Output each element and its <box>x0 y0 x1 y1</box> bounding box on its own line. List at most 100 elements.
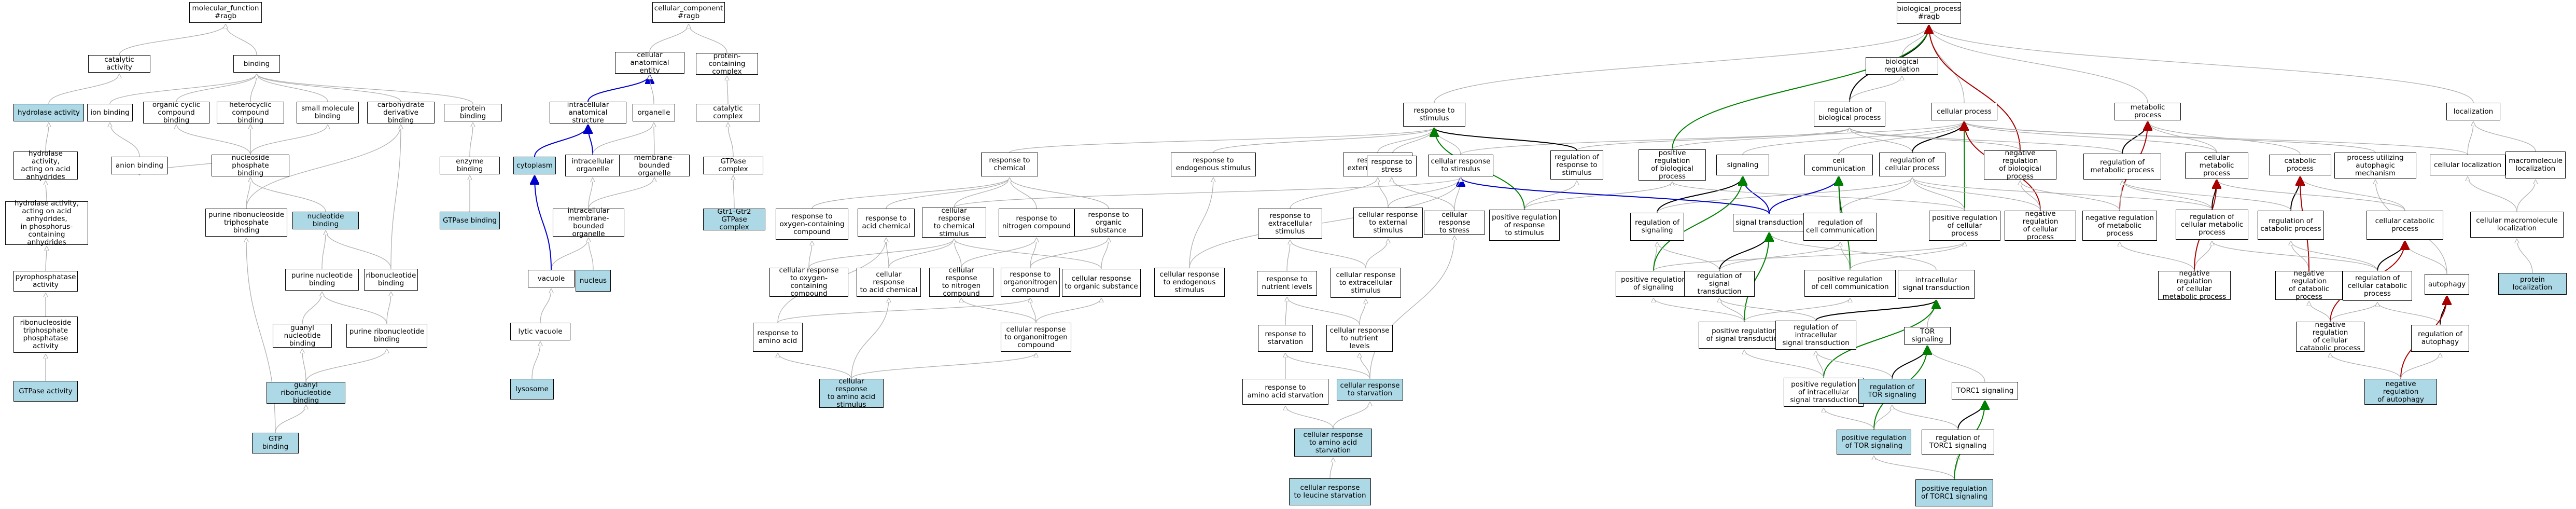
edge-intracellular-signal-to-signal-transduction <box>1769 232 1937 270</box>
edge-positive-regulation-response-to-regulation-response-stimulus <box>1524 180 1577 210</box>
edge-binding-to-mf <box>226 23 257 56</box>
edge-protein-binding-to-binding <box>257 73 473 104</box>
edge-cellular-macromolecule-localization-to-cellular-localization <box>2468 176 2517 212</box>
go-term-cellular-metabolic: cellular metabolic process <box>2185 153 2248 178</box>
go-term-mf: molecular_function #ragb <box>189 2 262 23</box>
go-term-nucleoside-phosphate: nucleoside phosphate binding <box>212 154 289 177</box>
edge-cellular-macromolecule-localization-to-macromolecule-localization <box>2516 180 2536 212</box>
edge-positive-regulation-torc1-to-positive-regulation-tor <box>1874 455 1955 480</box>
edge-response-organonitrogen-to-response-organic-cyclic <box>1030 238 1037 268</box>
go-term-catalytic-complex: catalytic complex <box>696 104 760 121</box>
go-term-ribonuc-triphosphatase: ribonucleoside triphosphate phosphatase … <box>13 317 78 353</box>
edge-signaling-to-cellular-process <box>1742 121 1964 155</box>
edge-cellular-catabolic-to-cellular-metabolic <box>2217 179 2405 211</box>
go-term-cr-amino-acid-starvation: cellular response to amino acid starvati… <box>1294 429 1372 457</box>
edge-regulation-intra-signal-to-regulation-signaling <box>1657 241 1720 271</box>
go-term-response-oxygen: response to oxygen-containing compound <box>776 209 848 240</box>
edge-macromolecule-localization-to-localization <box>2473 121 2536 152</box>
edge-negative-regulation-bp-to-bp <box>1929 25 2021 151</box>
go-term-regulation-autophagy: regulation of autophagy <box>2411 325 2469 352</box>
edge-response-nutrient-levels-to-response-extracellular <box>1286 240 1290 271</box>
go-term-signal-transduction: signal transduction <box>1733 214 1805 231</box>
edge-regulation-cellular-metabolic-to-regulation-metabolic <box>2122 180 2213 210</box>
edge-positive-regulation-intracellular-to-regulation-intracellular-signal <box>1816 351 1824 378</box>
go-term-catabolic-process: catabolic process <box>2269 155 2331 175</box>
edge-response-stimulus-to-bp <box>1434 25 1929 103</box>
edge-cr-amino-acid-to-cr-organonitrogen <box>851 352 1036 379</box>
go-term-positive-regulation-signal-transduction: positive regulation of signal transducti… <box>1699 322 1790 349</box>
edge-hydrolase-to-catalytic <box>48 73 119 104</box>
edge-positive-regulation-signaling-to-positive-regulation-cellular <box>1653 241 1965 271</box>
go-term-cr-organonitrogen: cellular response to organonitrogen comp… <box>1001 323 1071 352</box>
go-term-protein-localization: protein localization <box>2498 273 2567 295</box>
go-term-enzyme-binding: enzyme binding <box>440 157 500 174</box>
go-term-hydrolase: hydrolase activity <box>13 104 84 121</box>
edge-cr-amino-acid-to-response-amino-acid <box>778 352 852 379</box>
edge-negative-regulation-cellular-metabolic-to-negative-regulation-metabolic <box>2120 241 2195 271</box>
edge-cr-organonitrogen-to-response-organonitrogen <box>1030 298 1037 323</box>
edge-positive-regulation-cellular-to-positive-regulation-bp <box>1672 181 1965 211</box>
go-term-response-organic-substance: response to organic substance <box>1074 209 1143 237</box>
go-term-positive-regulation-torc1: positive regulation of TORC1 signaling <box>1915 479 1993 506</box>
go-term-protein-binding: protein binding <box>444 104 502 121</box>
go-term-negative-regulation-cellular: negative regulation of cellular process <box>2005 210 2076 241</box>
edge-regulation-torc1-to-regulation-tor <box>1892 404 1958 430</box>
go-term-regulation-catabolic: regulation of catabolic process <box>2258 211 2324 240</box>
edge-positive-regulation-intracellular-to-intracellular-signal <box>1823 300 1936 378</box>
go-term-response-chemical: response to chemical <box>981 153 1038 176</box>
edge-organelle-to-cc-anatomical <box>650 75 654 104</box>
go-term-bp: biological_process #ragb <box>1897 2 1961 24</box>
edge-regulation-cellular-process-to-regulation-bp <box>1850 127 1913 153</box>
go-term-tor-signaling: TOR signaling <box>1904 327 1951 345</box>
edge-cellular-catabolic-to-catabolic-process <box>2300 176 2405 211</box>
edge-positive-regulation-signal-transduction-to-signal-transduction <box>1744 232 1769 322</box>
edge-cr-extracellular-to-cellular-response-external <box>1365 238 1388 268</box>
go-term-cellular-response-external: cellular response to external stimulus <box>1353 208 1423 238</box>
go-term-organelle: organelle <box>633 104 675 121</box>
go-term-binding: binding <box>233 55 280 73</box>
go-term-negative-regulation-catabolic: negative regulation of catabolic process <box>2275 270 2343 301</box>
edge-response-endogenous-to-response-stimulus <box>1213 127 1434 153</box>
go-term-autophagy: autophagy <box>2425 274 2469 295</box>
edge-negative-regulation-cellular-to-regulation-cellular-process <box>1912 177 2041 211</box>
go-term-cellular-macromolecule-localization: cellular macromolecule localization <box>2470 212 2564 238</box>
go-term-torc1-signaling: TORC1 signaling <box>1952 382 2018 400</box>
edge-lysosome-to-lytic-vacuole <box>531 341 540 379</box>
edge-cellular-response-stress-to-response-stress <box>1392 177 1455 211</box>
edge-hydrolase-anhydrides-to-hydrolase <box>45 122 49 152</box>
edge-positive-regulation-bp-to-bp <box>1672 25 1929 150</box>
go-term-cellular-response-chemical: cellular response to chemical stimulus <box>922 207 986 238</box>
edge-purine-ribonucleotide-to-ribonucleotide <box>386 292 391 324</box>
go-term-regulation-intracellular-signal: regulation of intracellular signal trans… <box>1775 321 1856 350</box>
edge-regulation-metabolic-to-regulation-bp <box>1850 127 2123 154</box>
edge-torc1-signaling-to-tor-signaling <box>1927 345 1985 382</box>
go-term-regulation-cellular-metabolic: regulation of cellular metabolic process <box>2176 210 2248 240</box>
go-term-response-extracellular: response to extracellular stimulus <box>1258 209 1322 239</box>
edge-catalytic-complex-to-protein-complex <box>727 76 728 104</box>
edge-response-starvation-to-response-nutrient-levels <box>1285 297 1287 325</box>
edge-vacuole-to-intra-membrane-bounded <box>551 237 589 270</box>
go-term-intracellular-organelle: intracellular organelle <box>565 155 620 176</box>
go-term-positive-regulation-intracellular: positive regulation of intracellular sig… <box>1784 378 1864 407</box>
edge-hydrolase-phosphorus-to-hydrolase-anhydrides <box>46 181 47 202</box>
edge-cr-leucine-starvation-to-cr-amino-acid-starvation <box>1329 458 1333 479</box>
go-term-regulation-metabolic: regulation of metabolic process <box>2083 154 2161 180</box>
go-term-purine-ribonucleotide: purine ribonucleotide binding <box>346 324 427 348</box>
go-term-catalytic: catalytic activity <box>88 55 150 73</box>
go-term-positive-regulation-cellular: positive regulation of cellular process <box>1929 211 2000 241</box>
edge-positive-regulation-bp-to-regulation-bp <box>1672 127 1850 150</box>
edge-positive-regulation-tor-to-positive-regulation-intracellular <box>1824 407 1874 430</box>
edge-negative-regulation-cellular-catabolic-to-regulation-cellular-catabolic <box>2330 301 2377 322</box>
edge-regulation-intracellular-signal-to-intracellular-signal <box>1815 299 1936 321</box>
go-term-response-acid: response to acid chemical <box>858 209 915 237</box>
edge-regulation-catabolic-to-regulation-metabolic <box>2122 180 2291 211</box>
go-term-positive-regulation-response: positive regulation of response to stimu… <box>1489 210 1560 241</box>
edge-intracellular-organelle-to-organelle <box>592 122 654 155</box>
edge-cr-starvation-to-response-starvation <box>1285 352 1370 379</box>
edge-positive-regulation-signal-transduction-to-positive-regulation-signaling <box>1654 297 1745 322</box>
go-term-cr-organic-substance: cellular response to organic substance <box>1062 269 1141 297</box>
edge-cr-organic-substance-to-response-organic-substance <box>1101 238 1109 269</box>
edge-cellular-response-external-to-response-external <box>1378 177 1389 208</box>
edge-cellular-localization-to-cellular-process <box>1964 121 2468 155</box>
edge-cr-amino-acid-starvation-to-cr-starvation <box>1333 401 1370 429</box>
